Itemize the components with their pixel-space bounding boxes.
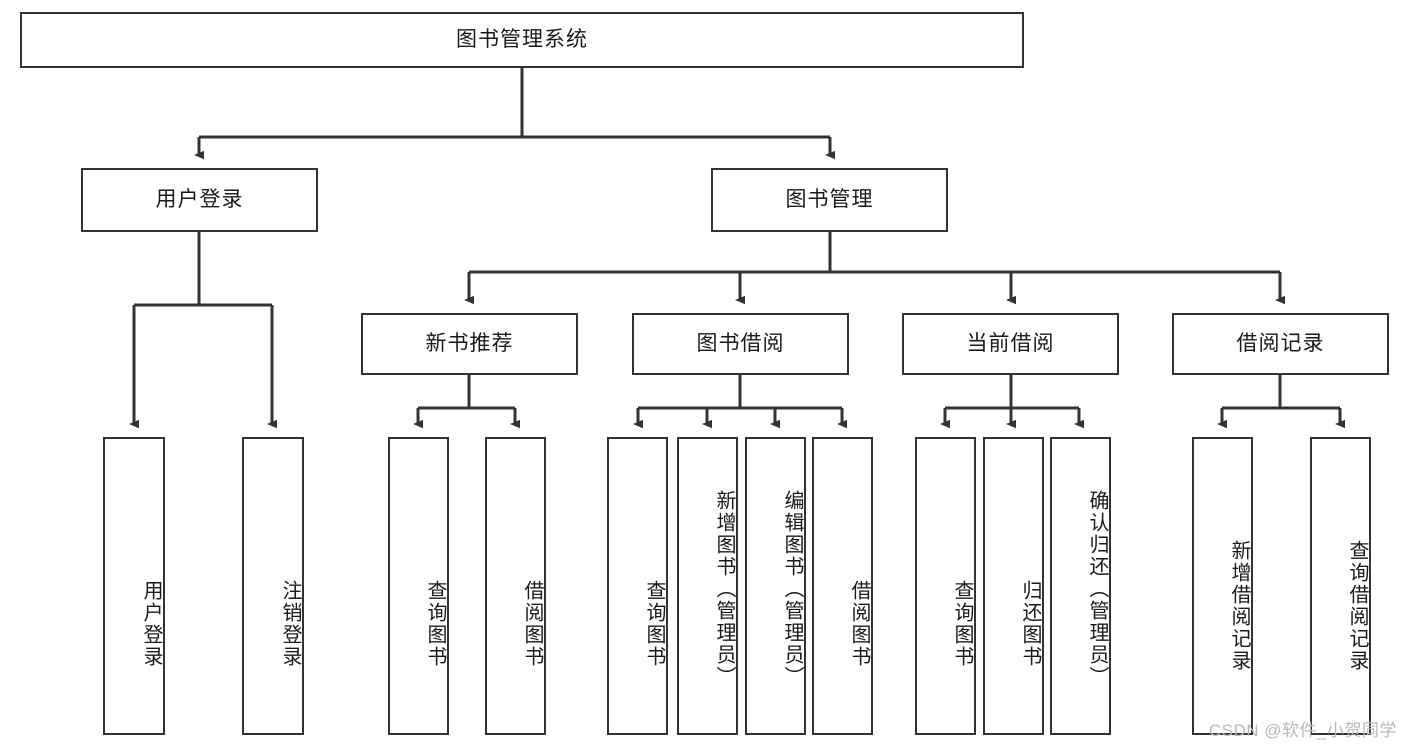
node-label: 查询借阅记录 bbox=[1346, 540, 1368, 672]
leaf-borrow-book-recommend[interactable]: 借阅图书 bbox=[485, 437, 546, 735]
node-book-borrow[interactable]: 图书借阅 bbox=[632, 313, 849, 375]
leaf-add-borrow-record[interactable]: 新增借阅记录 bbox=[1192, 437, 1253, 735]
leaf-query-borrow-record[interactable]: 查询借阅记录 bbox=[1310, 437, 1371, 735]
leaf-edit-book[interactable]: 编辑图书（管理员） bbox=[745, 437, 806, 735]
leaf-user-login[interactable]: 用户登录 bbox=[103, 437, 165, 735]
node-label: 查询图书 bbox=[424, 579, 446, 668]
node-label: 图书借阅 bbox=[696, 332, 785, 356]
node-label: 新增借阅记录 bbox=[1228, 540, 1250, 672]
leaf-add-book[interactable]: 新增图书（管理员） bbox=[677, 437, 738, 735]
node-book-management-system[interactable]: 图书管理系统 bbox=[20, 12, 1024, 68]
leaf-query-book-borrow[interactable]: 查询图书 bbox=[607, 437, 668, 735]
node-label: 用户登录 bbox=[140, 579, 162, 668]
node-label: 注销登录 bbox=[279, 579, 301, 668]
node-label: 借阅记录 bbox=[1236, 332, 1325, 356]
watermark-text: CSDN @软件_小贺同学 bbox=[1208, 721, 1397, 740]
node-label: 用户登录 bbox=[155, 188, 244, 212]
leaf-query-book-current[interactable]: 查询图书 bbox=[915, 437, 976, 735]
leaf-query-book-recommend[interactable]: 查询图书 bbox=[388, 437, 449, 735]
node-book-management[interactable]: 图书管理 bbox=[711, 168, 948, 232]
node-current-borrow[interactable]: 当前借阅 bbox=[902, 313, 1119, 375]
node-new-book-recommend[interactable]: 新书推荐 bbox=[361, 313, 578, 375]
node-label: 查询图书 bbox=[951, 579, 973, 668]
node-label: 借阅图书 bbox=[848, 579, 870, 668]
leaf-return-book[interactable]: 归还图书 bbox=[983, 437, 1044, 735]
node-label: 当前借阅 bbox=[966, 332, 1055, 356]
node-label: 新增图书（管理员） bbox=[713, 490, 735, 688]
node-label: 图书管理 bbox=[785, 188, 874, 212]
node-borrow-record[interactable]: 借阅记录 bbox=[1172, 313, 1389, 375]
node-label: 归还图书 bbox=[1019, 579, 1041, 668]
node-label: 确认归还（管理员） bbox=[1086, 490, 1108, 688]
node-label: 编辑图书（管理员） bbox=[781, 490, 803, 688]
node-label: 图书管理系统 bbox=[456, 28, 588, 52]
node-user-login[interactable]: 用户登录 bbox=[81, 168, 318, 232]
node-label: 新书推荐 bbox=[425, 332, 514, 356]
leaf-confirm-return[interactable]: 确认归还（管理员） bbox=[1050, 437, 1111, 735]
leaf-logout-login[interactable]: 注销登录 bbox=[242, 437, 304, 735]
node-label: 借阅图书 bbox=[521, 579, 543, 668]
node-label: 查询图书 bbox=[643, 579, 665, 668]
leaf-borrow-book[interactable]: 借阅图书 bbox=[812, 437, 873, 735]
